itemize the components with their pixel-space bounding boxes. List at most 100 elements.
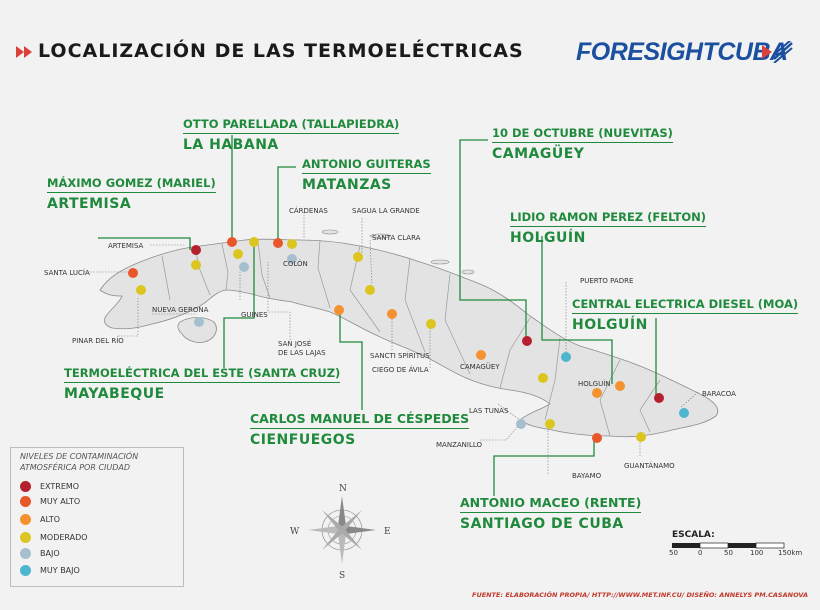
city-marker-manzanillo	[516, 419, 526, 429]
scale-bar: 50 0 50 100 150km	[669, 542, 802, 557]
legend-swatch	[20, 547, 31, 559]
legend-title: NIVELES DE CONTAMINACIÓN ATMOSFÉRICA POR…	[20, 452, 139, 472]
city-marker-sagua	[353, 252, 363, 262]
plant-label-mariel: MÁXIMO GOMEZ (MARIEL) ARTEMISA	[47, 177, 216, 212]
legend-swatch	[20, 495, 31, 507]
scale-tick: 50	[669, 549, 678, 557]
legend-item-muy-bajo: MUY BAJO	[20, 563, 80, 577]
city-marker-felton	[615, 381, 625, 391]
plant-name: CARLOS MANUEL DE CÉSPEDES	[250, 412, 470, 429]
legend-item-bajo: BAJO	[20, 546, 60, 560]
city-marker-matanzas	[273, 238, 283, 248]
city-marker-santa-lucia	[128, 268, 138, 278]
plant-label-cespedes: CARLOS MANUEL DE CÉSPEDES CIENFUEGOS	[250, 412, 470, 448]
plant-name: OTTO PARELLADA (TALLAPIEDRA)	[183, 118, 400, 134]
city-marker-santiago	[592, 433, 602, 443]
plant-province: CAMAGÜEY	[492, 145, 585, 162]
city-label: SANTA CLARA	[372, 234, 421, 242]
legend-label: MUY BAJO	[40, 565, 80, 575]
plant-label-nuevitas: 10 DE OCTUBRE (NUEVITAS) CAMAGÜEY	[492, 127, 673, 162]
island-landmass	[99, 229, 719, 438]
city-marker-baracoa	[679, 408, 689, 418]
city-marker-sancti	[387, 309, 397, 319]
city-marker-guines-b	[239, 262, 249, 272]
city-label: PUERTO PADRE	[580, 277, 633, 285]
city-marker-bayamo	[545, 419, 555, 429]
plant-province: CIENFUEGOS	[250, 431, 356, 448]
city-label: LAS TUNAS	[469, 407, 509, 415]
city-label: NUEVA GERONA	[152, 306, 209, 314]
legend-label: BAJO	[40, 548, 60, 558]
city-marker-artemisa	[191, 260, 201, 270]
plant-province: MATANZAS	[302, 176, 392, 193]
city-label: HOLGUÍN	[578, 379, 611, 388]
plant-province: LA HABANA	[183, 136, 279, 153]
plant-name: MÁXIMO GOMEZ (MARIEL)	[47, 177, 216, 193]
city-marker-mariel	[191, 245, 201, 255]
compass-rose: N S E W	[290, 484, 391, 581]
plant-label-rente: ANTONIO MACEO (RENTE) SANTIAGO DE CUBA	[460, 496, 642, 532]
title-arrows-icon	[16, 46, 32, 58]
city-marker-guines-a	[233, 249, 243, 259]
compass-s: S	[339, 571, 345, 581]
city-label: SANTA LUCÍA	[44, 268, 90, 277]
city-marker-santa-clara	[365, 285, 375, 295]
city-marker-nueva-gerona	[194, 317, 204, 327]
city-marker-nuevitas	[522, 336, 532, 346]
legend-item-moderado: MODERADO	[20, 530, 88, 544]
city-label: GUINES	[241, 311, 268, 319]
plant-province: SANTIAGO DE CUBA	[460, 515, 624, 532]
city-label: SAN JOSÉ	[278, 339, 311, 348]
plant-province: HOLGUÍN	[572, 316, 648, 333]
city-marker-holguin	[592, 388, 602, 398]
compass-n: N	[339, 484, 347, 494]
city-label: BAYAMO	[572, 472, 602, 480]
city-marker-camaguey	[476, 350, 486, 360]
city-label: ARTEMISA	[108, 242, 144, 250]
plant-province: MAYABEQUE	[64, 385, 165, 402]
city-marker-cienfuegos	[334, 305, 344, 315]
city-marker-cardenas	[287, 239, 297, 249]
city-marker-habana	[227, 237, 237, 247]
plant-name: LIDIO RAMON PEREZ (FELTON)	[510, 211, 707, 227]
compass-e: E	[384, 527, 391, 537]
city-marker-habana-east	[249, 237, 259, 247]
legend-item-muy-alto: MUY ALTO	[20, 494, 80, 508]
plant-name: TERMOELÉCTRICA DEL ESTE (SANTA CRUZ)	[64, 367, 341, 383]
brand-flag-icon	[762, 41, 793, 63]
legend-label: ALTO	[40, 514, 61, 524]
scale-title: ESCALA:	[672, 530, 715, 540]
city-marker-ciego	[426, 319, 436, 329]
legend-swatch	[20, 564, 31, 576]
scale-tick: 0	[698, 549, 702, 557]
plant-label-felton: LIDIO RAMON PEREZ (FELTON) HOLGUÍN	[510, 211, 707, 245]
city-marker-las-tunas	[538, 373, 548, 383]
plant-province: ARTEMISA	[47, 195, 132, 212]
scale-tick: 150km	[778, 549, 802, 557]
city-label: GUANTÁNAMO	[624, 461, 675, 470]
plant-label-guiteras: ANTONIO GUITERAS MATANZAS	[302, 158, 431, 193]
legend-label: EXTREMO	[40, 481, 80, 491]
plant-name: 10 DE OCTUBRE (NUEVITAS)	[492, 127, 673, 143]
plant-label-tallapiedra: OTTO PARELLADA (TALLAPIEDRA) LA HABANA	[183, 118, 400, 153]
city-label: PINAR DEL RÍO	[72, 336, 124, 345]
city-marker-guantanamo	[636, 432, 646, 442]
brand-logo: FORESIGHTCUBA	[576, 38, 788, 66]
map-title: LOCALIZACIÓN DE LAS TERMOELÉCTRICAS	[38, 40, 524, 62]
city-marker-pinar	[136, 285, 146, 295]
plant-name: ANTONIO MACEO (RENTE)	[460, 496, 642, 513]
city-label: DE LAS LAJAS	[278, 349, 326, 357]
compass-w: W	[290, 527, 300, 537]
legend-label: MUY ALTO	[40, 496, 81, 506]
city-label: CAMAGÜEY	[460, 362, 500, 371]
city-label: COLÓN	[283, 259, 308, 268]
plant-label-santa-cruz: TERMOELÉCTRICA DEL ESTE (SANTA CRUZ) MAY…	[64, 367, 341, 402]
legend-item-extremo: EXTREMO	[20, 479, 79, 493]
legend-label: MODERADO	[40, 532, 88, 542]
plant-name: CENTRAL ELECTRICA DIESEL (MOA)	[572, 298, 799, 314]
city-label: SANCTI SPÍRITUS	[370, 351, 430, 360]
legend-item-alto: ALTO	[20, 512, 60, 526]
plant-label-moa: CENTRAL ELECTRICA DIESEL (MOA) HOLGUÍN	[572, 298, 799, 333]
legend-swatch	[20, 480, 31, 492]
source-credit: FUENTE: ELABORACIÓN PROPIA/ HTTP://WWW.M…	[472, 591, 808, 599]
